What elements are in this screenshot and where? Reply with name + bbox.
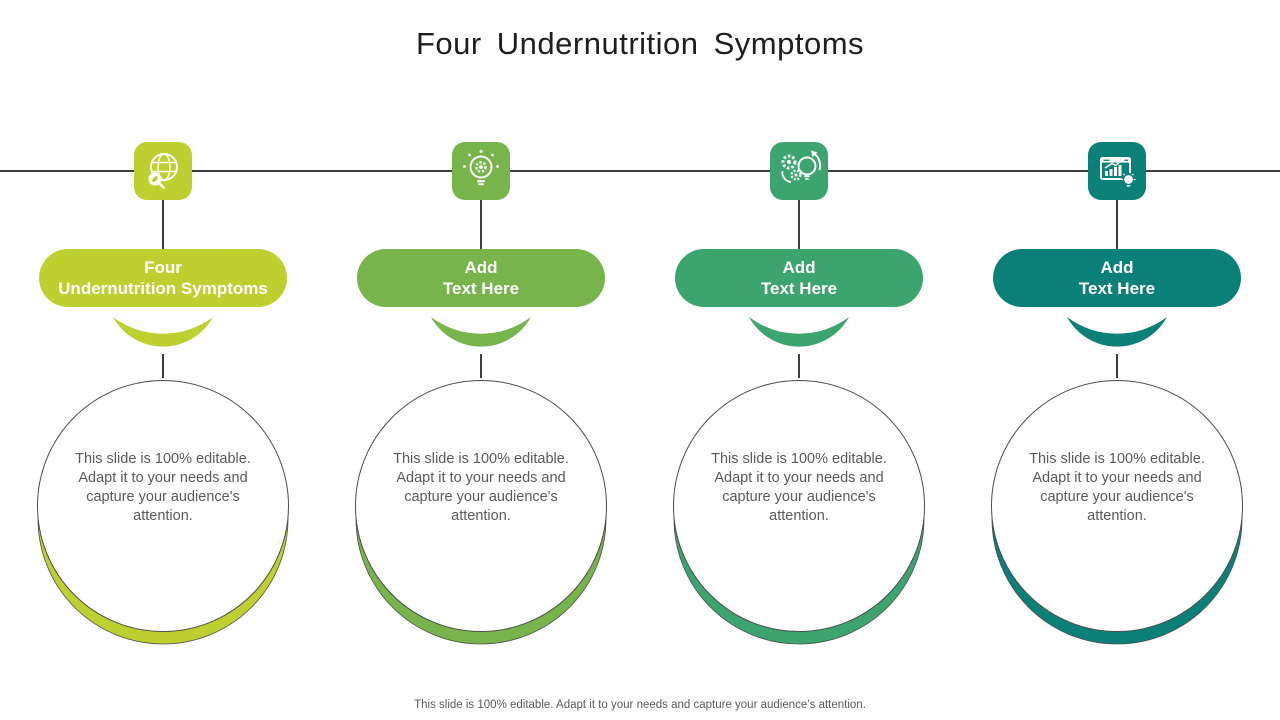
content-circle bbox=[673, 380, 925, 645]
icon-tile-1[interactable] bbox=[134, 142, 192, 200]
crescent-arc bbox=[1067, 317, 1167, 347]
crescent-arc bbox=[749, 317, 849, 347]
connector-icon-pill bbox=[1116, 200, 1118, 249]
pill-line1: Four bbox=[144, 258, 182, 277]
pill-line1: Add bbox=[1100, 258, 1134, 277]
slide-title[interactable]: Four Undernutrition Symptoms bbox=[415, 26, 865, 61]
column-2: Add Text Here This slide is 100% editabl… bbox=[322, 142, 640, 662]
pill-line1: Add bbox=[782, 258, 816, 277]
analytics-window-bulb-icon bbox=[1100, 157, 1136, 187]
column-3: Add Text Here This slide is 100% editabl… bbox=[640, 142, 958, 662]
globe-search-icon bbox=[148, 153, 178, 189]
connector-icon-pill bbox=[480, 200, 482, 249]
pill-line2: Text Here bbox=[760, 279, 838, 298]
column-1: Four Undernutrition Symptoms This slide … bbox=[4, 142, 322, 662]
connector-arc-circle bbox=[162, 354, 164, 378]
connector-arc-circle bbox=[798, 354, 800, 378]
circle-body-text[interactable]: This slide is 100% editable. Adapt it to… bbox=[75, 451, 251, 524]
circle-body-text[interactable]: This slide is 100% editable. Adapt it to… bbox=[1029, 451, 1205, 524]
circle-body-text[interactable]: This slide is 100% editable. Adapt it to… bbox=[393, 451, 569, 524]
pill-line2: Undernutrition Symptoms bbox=[58, 279, 268, 298]
icon-tile-3[interactable] bbox=[770, 142, 828, 200]
horizontal-timeline bbox=[0, 170, 1280, 172]
connector-icon-pill bbox=[162, 200, 164, 249]
label-pill-1[interactable]: Four Undernutrition Symptoms bbox=[39, 249, 287, 307]
pill-line2: Text Here bbox=[442, 279, 520, 298]
gears-bulb-sync-icon bbox=[781, 150, 822, 183]
circle-body-text[interactable]: This slide is 100% editable. Adapt it to… bbox=[711, 451, 887, 524]
content-circle bbox=[355, 380, 607, 645]
columns-container: Four Undernutrition Symptoms This slide … bbox=[4, 142, 1276, 662]
label-pill-2[interactable]: Add Text Here bbox=[357, 249, 605, 307]
label-pill-3[interactable]: Add Text Here bbox=[675, 249, 923, 307]
connector-icon-pill bbox=[798, 200, 800, 249]
crescent-arc bbox=[431, 317, 531, 347]
pill-line2: Text Here bbox=[1078, 279, 1156, 298]
footer-note[interactable]: This slide is 100% editable. Adapt it to… bbox=[414, 699, 866, 711]
crescent-arc bbox=[113, 317, 213, 347]
content-circle bbox=[37, 380, 289, 645]
icon-tile-2[interactable] bbox=[452, 142, 510, 200]
connector-arc-circle bbox=[1116, 354, 1118, 378]
pill-line1: Add bbox=[464, 258, 498, 277]
idea-gear-bulb-icon bbox=[463, 150, 499, 186]
column-4: Add Text Here This slide is 100% editabl… bbox=[958, 142, 1276, 662]
content-circle bbox=[991, 380, 1243, 645]
icon-tile-4[interactable] bbox=[1088, 142, 1146, 200]
label-pill-4[interactable]: Add Text Here bbox=[993, 249, 1241, 307]
connector-arc-circle bbox=[480, 354, 482, 378]
